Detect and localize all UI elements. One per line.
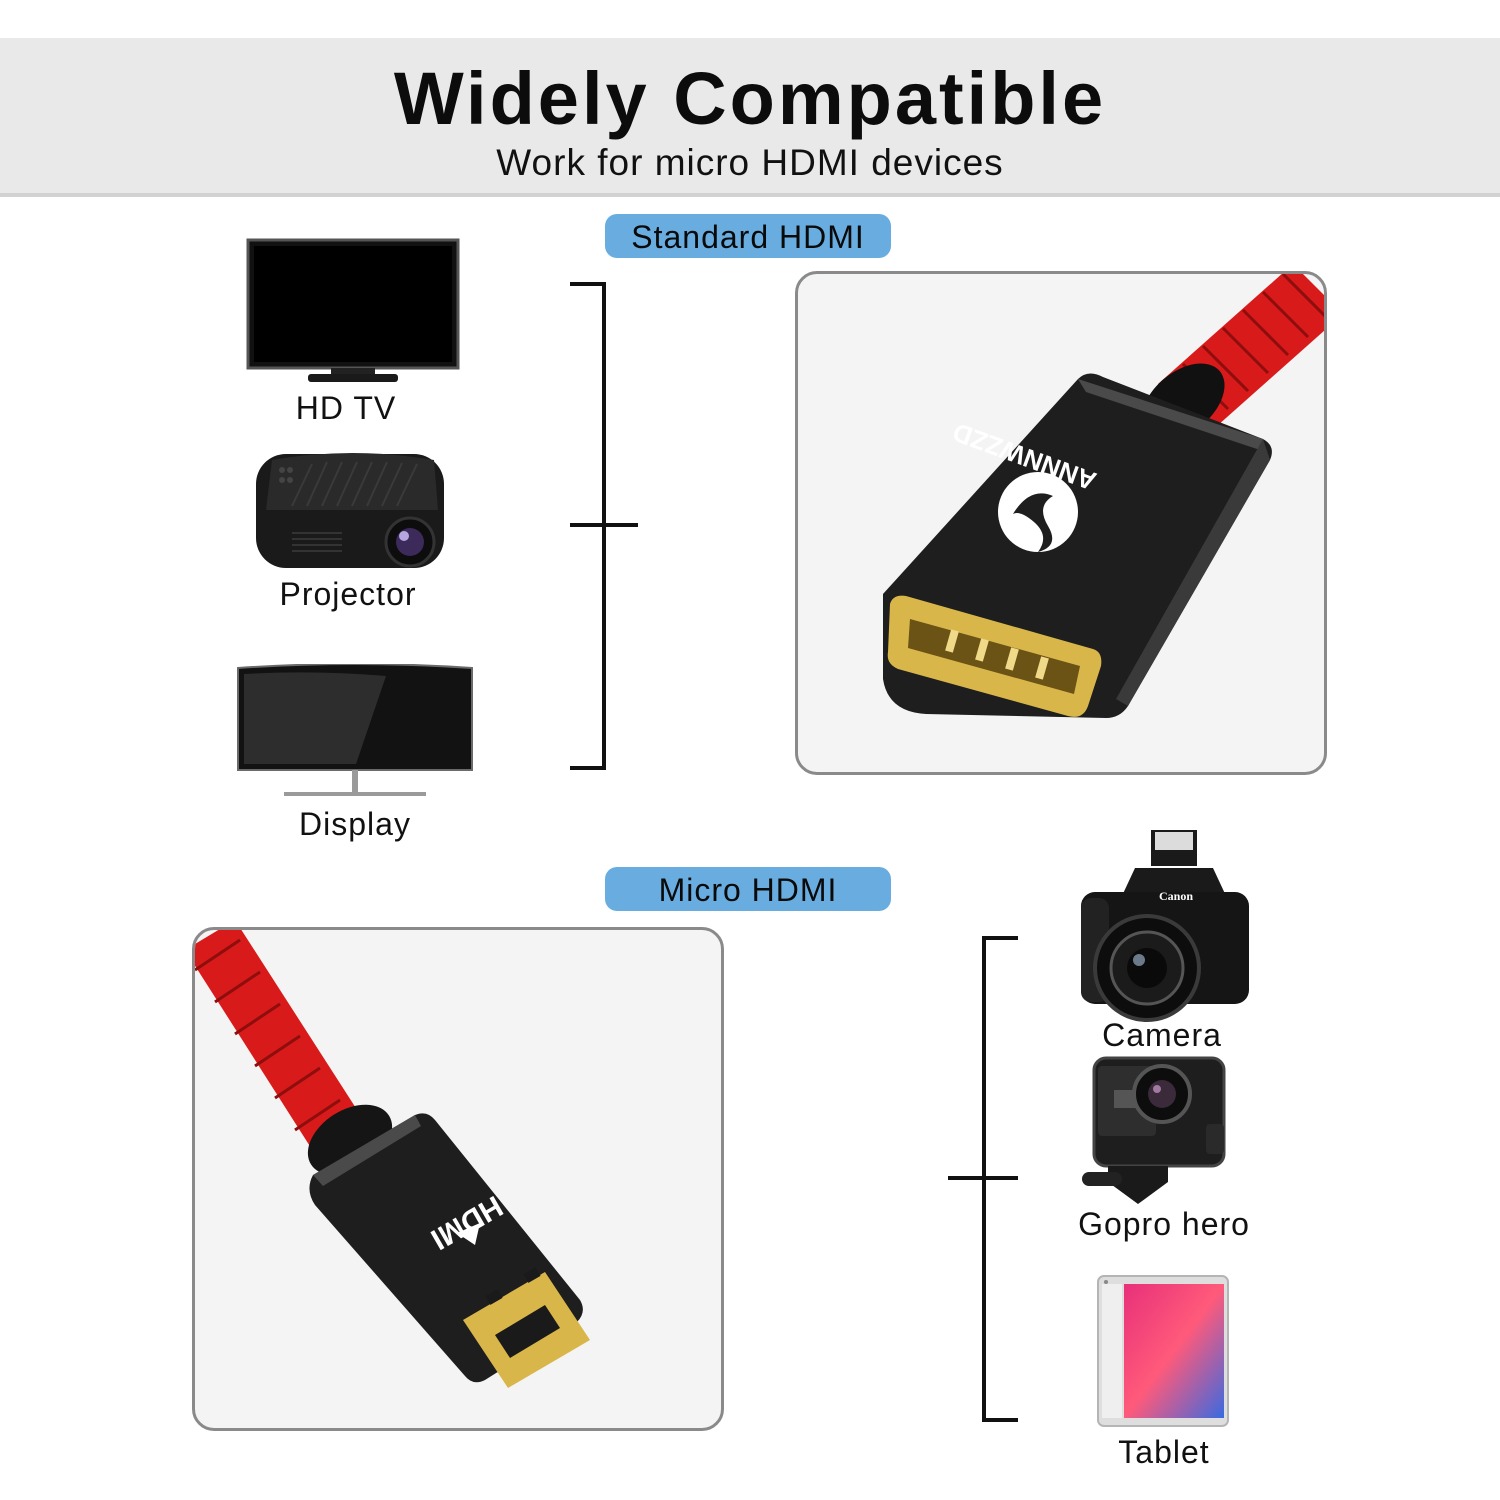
hdmi-female-connector-image: ANNNWZZD xyxy=(883,274,1324,718)
device-label-gopro: Gopro hero xyxy=(1078,1206,1250,1242)
device-label-hdtv: HD TV xyxy=(295,390,397,426)
micro-hdmi-label: Micro HDMI xyxy=(605,867,891,911)
page-title: Widely Compatible xyxy=(393,57,1107,140)
action-camera-icon xyxy=(1082,1056,1226,1204)
monitor-icon xyxy=(237,664,473,796)
camera-icon: Canon xyxy=(1081,830,1249,1022)
standard-hdmi-label: Standard HDMI xyxy=(605,214,891,258)
tv-icon xyxy=(246,238,460,382)
device-label-projector: Projector xyxy=(279,576,417,612)
header-banner: Widely Compatible Work for micro HDMI de… xyxy=(0,38,1500,197)
micro-hdmi-male-connector-image: HDMI xyxy=(195,930,590,1388)
standard-hdmi-product-photo: ANNNWZZD xyxy=(795,271,1327,775)
svg-text:Canon: Canon xyxy=(1159,889,1193,903)
micro-hdmi-product-photo: HDMI xyxy=(192,927,724,1431)
device-label-camera: Camera xyxy=(1102,1017,1222,1053)
standard-bracket xyxy=(570,282,638,770)
device-label-tablet: Tablet xyxy=(1118,1434,1210,1470)
projector-icon xyxy=(256,453,444,568)
device-label-display: Display xyxy=(299,806,411,842)
page-subtitle: Work for micro HDMI devices xyxy=(496,142,1004,183)
micro-bracket xyxy=(948,936,1018,1422)
tablet-icon xyxy=(1097,1275,1229,1427)
